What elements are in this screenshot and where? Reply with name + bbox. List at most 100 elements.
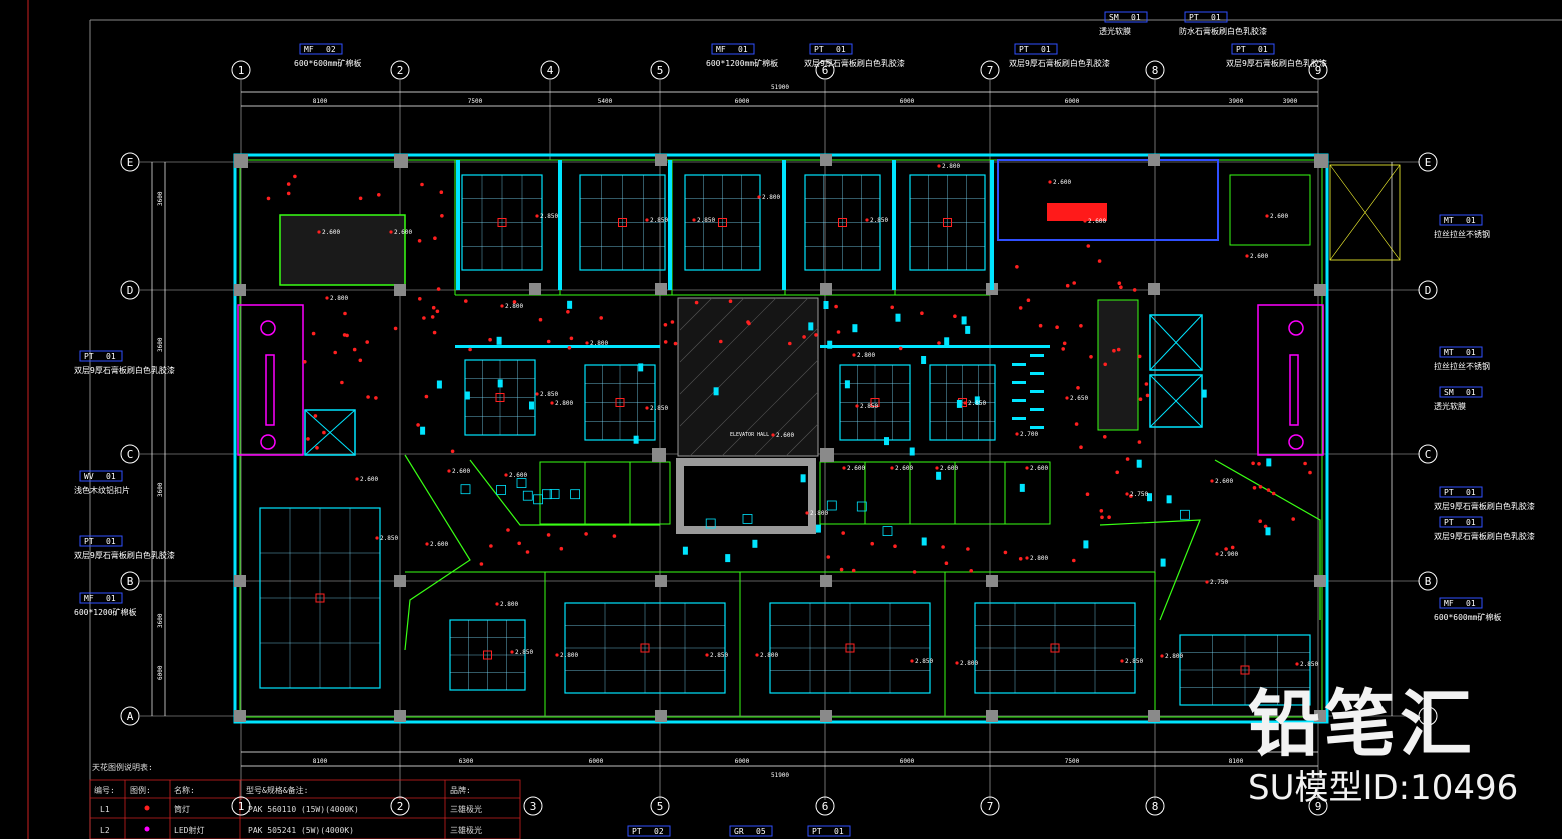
spot-fixture	[1265, 527, 1271, 536]
downlight	[1038, 323, 1043, 328]
tag-description: 双层9厚石膏板刷白色乳胶漆	[74, 365, 175, 375]
height-label: 2.850	[870, 217, 888, 224]
spot-fixture	[1266, 458, 1272, 467]
downlight	[450, 449, 455, 454]
downlight	[306, 437, 310, 441]
downlight	[352, 347, 357, 352]
diffuser-mark	[718, 218, 727, 227]
legend-row-name: 筒灯	[174, 804, 190, 814]
spotlight-symbol	[144, 826, 150, 832]
grid-bubble	[120, 152, 140, 172]
tag-number: 01	[1466, 216, 1476, 225]
tag-box	[79, 592, 123, 604]
light-strip	[892, 160, 896, 290]
height-label: 2.600	[430, 541, 448, 548]
downlight	[286, 191, 291, 196]
legend-header-brand: 品牌:	[450, 785, 471, 795]
height-label: 2.850	[380, 535, 398, 542]
height-marker	[504, 473, 508, 477]
downlight	[315, 446, 319, 450]
downlight	[422, 316, 426, 320]
height-marker	[1025, 556, 1029, 560]
grille-fixture	[522, 490, 533, 501]
downlight	[416, 423, 420, 427]
height-label: 2.800	[590, 340, 608, 347]
spot-fixture	[909, 447, 915, 456]
spot-fixture	[936, 471, 942, 480]
downlight	[1258, 519, 1262, 523]
grid-column-label: 5	[657, 800, 664, 813]
spot-fixture	[638, 363, 644, 372]
downlight	[747, 321, 751, 326]
downlight	[333, 350, 338, 355]
downlight	[1119, 285, 1123, 290]
downlight-symbol	[144, 805, 150, 811]
grid-bubble	[1145, 60, 1165, 80]
diffuser-mark	[845, 643, 855, 653]
downlight	[1230, 545, 1235, 550]
diffuser-mark	[495, 393, 505, 402]
downlight	[1065, 283, 1070, 288]
height-marker	[325, 296, 329, 300]
downlight	[663, 323, 668, 327]
tag-box	[807, 825, 851, 837]
grid-bubble	[523, 796, 543, 816]
grid-column-label: 3	[530, 800, 537, 813]
tag-box	[79, 535, 123, 547]
tag-box	[1104, 11, 1148, 23]
tag-box	[627, 825, 671, 837]
grille-fixture	[496, 484, 507, 495]
light-strip	[1030, 354, 1044, 357]
height-marker	[1295, 662, 1299, 666]
diffuser-mark	[315, 593, 325, 603]
grille-fixture	[882, 526, 893, 536]
downlight	[673, 341, 678, 346]
downlight	[1026, 298, 1031, 303]
spot-fixture	[921, 537, 927, 546]
grid-row-label: B	[127, 575, 134, 588]
tag-code: PT	[1444, 518, 1454, 527]
downlight	[1062, 341, 1067, 346]
grid-row-label: B	[1425, 575, 1432, 588]
height-marker	[705, 653, 709, 657]
grid-row-label: C	[127, 448, 134, 461]
spot-fixture	[1147, 493, 1152, 502]
grid-bubble	[1418, 280, 1438, 300]
spot-fixture	[752, 539, 758, 548]
spot-fixture	[1019, 483, 1025, 492]
legend-row-name: LED射灯	[174, 825, 204, 835]
height-marker	[1215, 552, 1219, 556]
grid-column-label: 4	[547, 64, 554, 77]
spot-fixture	[800, 474, 806, 483]
downlight	[893, 544, 897, 548]
spot-fixture	[725, 554, 731, 563]
height-marker	[855, 404, 859, 408]
downlight	[436, 287, 441, 291]
legend-row-spec: PAK 560110 (15W)(4000K)	[248, 805, 359, 814]
tag-number: 01	[1041, 45, 1051, 54]
dimension-segment: 3600	[157, 613, 164, 628]
height-marker	[375, 536, 379, 540]
tag-code: PT	[84, 352, 94, 361]
spot-fixture	[420, 426, 426, 435]
downlight	[1103, 362, 1107, 367]
light-strip	[1012, 399, 1026, 402]
downlight	[694, 300, 699, 305]
height-label: 2.850	[697, 217, 715, 224]
grid-row-label: A	[127, 710, 134, 723]
spot-fixture	[1166, 495, 1172, 504]
spot-fixture	[497, 379, 503, 388]
light-strip	[1030, 426, 1044, 429]
downlight	[1107, 515, 1111, 519]
dimension-segment: 8100	[313, 98, 328, 105]
downlight	[293, 174, 297, 179]
spot-fixture	[529, 401, 534, 410]
downlight	[953, 314, 957, 319]
tag-description: 双层9厚石膏板刷白色乳胶漆	[1434, 531, 1535, 541]
downlight	[506, 528, 510, 532]
grid-row-label: A	[1425, 710, 1432, 723]
height-label: 2.750	[1130, 491, 1148, 498]
tag-number: 01	[106, 537, 116, 546]
grid-row-label: D	[1425, 284, 1432, 297]
